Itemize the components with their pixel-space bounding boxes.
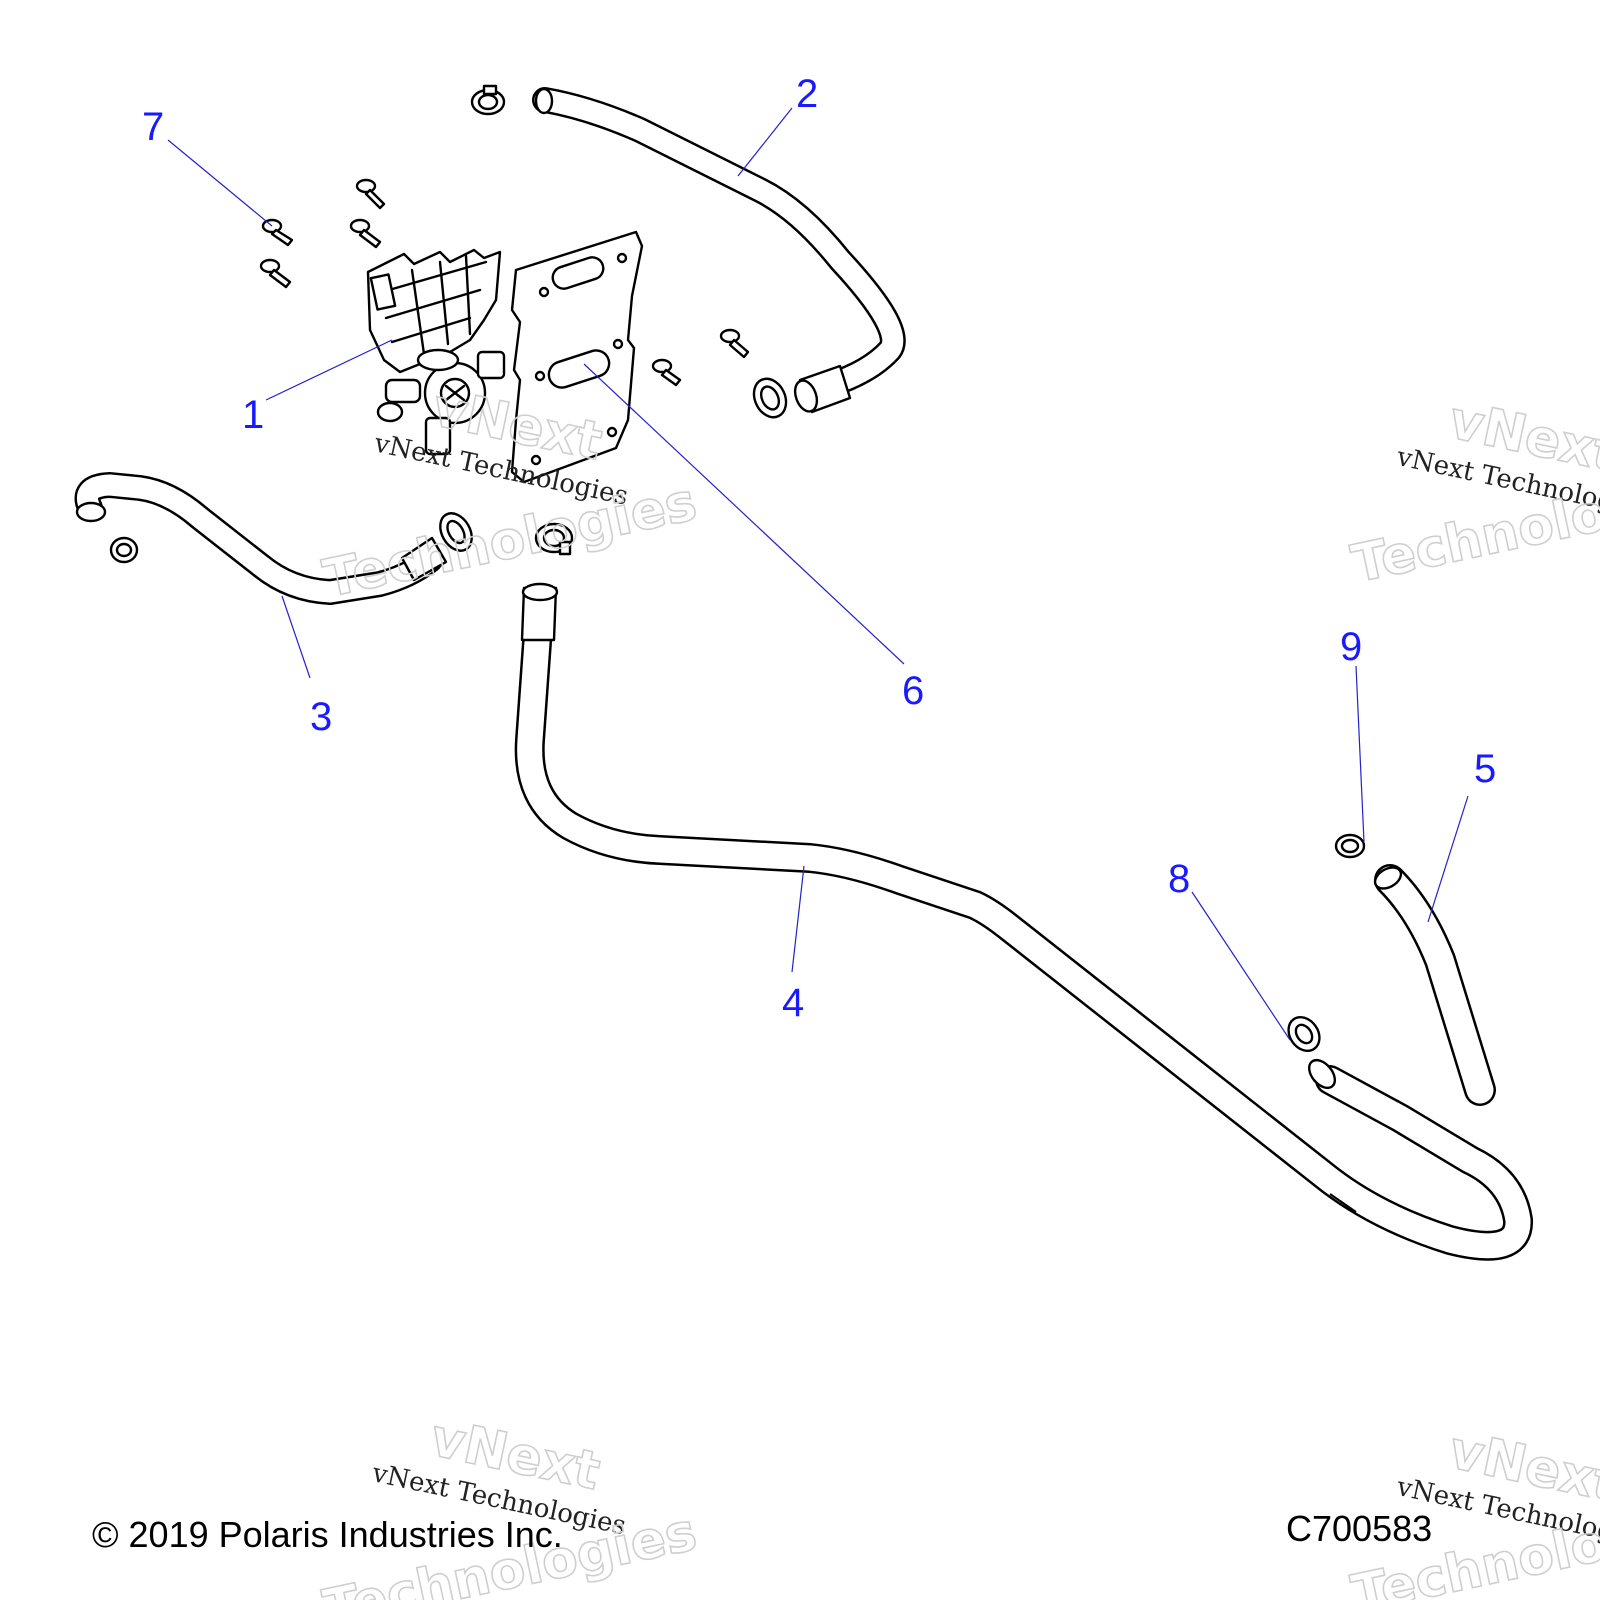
screw-icon: [355, 178, 386, 210]
hose-2: [532, 87, 906, 414]
screw-icon: [261, 218, 294, 247]
watermark-bottom-left: vNext vNext Technologies Technologies: [318, 1407, 703, 1605]
screw-icon: [349, 218, 382, 249]
clamp-icon: [752, 377, 788, 419]
screw-icon: [651, 358, 682, 387]
screw-icon: [259, 258, 292, 289]
callout-5: 5: [1474, 747, 1496, 791]
callout-3: 3: [310, 695, 332, 739]
clamp-group: [109, 84, 1366, 1052]
callout-8: 8: [1168, 857, 1190, 901]
clamp-icon: [470, 84, 506, 116]
hose-3: [74, 472, 448, 605]
clamp-icon: [1287, 1016, 1321, 1052]
leader-lines: [167, 107, 1469, 1041]
watermark-right: vNext vNext Technologies Technologies: [1346, 390, 1600, 596]
callout-7: 7: [142, 105, 164, 149]
screw-group: [259, 178, 750, 387]
callout-9: 9: [1340, 625, 1362, 669]
screw-icon: [719, 328, 750, 359]
hose-5: [1373, 864, 1496, 1106]
callout-labels: 1 2 3 4 5 6 7 8 9: [142, 72, 1496, 1025]
clamp-icon: [439, 512, 473, 552]
watermark-center-big: Technologies: [318, 471, 703, 610]
clamp-icon: [109, 536, 139, 564]
hose-4: [514, 582, 1533, 1261]
mounting-bracket: [510, 230, 644, 484]
watermark-big-bottom: Technologies: [318, 472, 701, 610]
copyright-text: © 2019 Polaris Industries Inc.: [92, 1514, 563, 1555]
callout-6: 6: [902, 669, 924, 713]
valve-assembly: [366, 248, 506, 456]
callout-1: 1: [242, 393, 264, 437]
figure-code: C700583: [1286, 1508, 1433, 1549]
clamp-icon: [1334, 833, 1366, 859]
callout-4: 4: [782, 981, 804, 1025]
watermark-bottom-right: vNext vNext Technologies Technologies: [1346, 1420, 1600, 1605]
callout-2: 2: [796, 72, 818, 116]
clamp-icon: [534, 522, 574, 556]
